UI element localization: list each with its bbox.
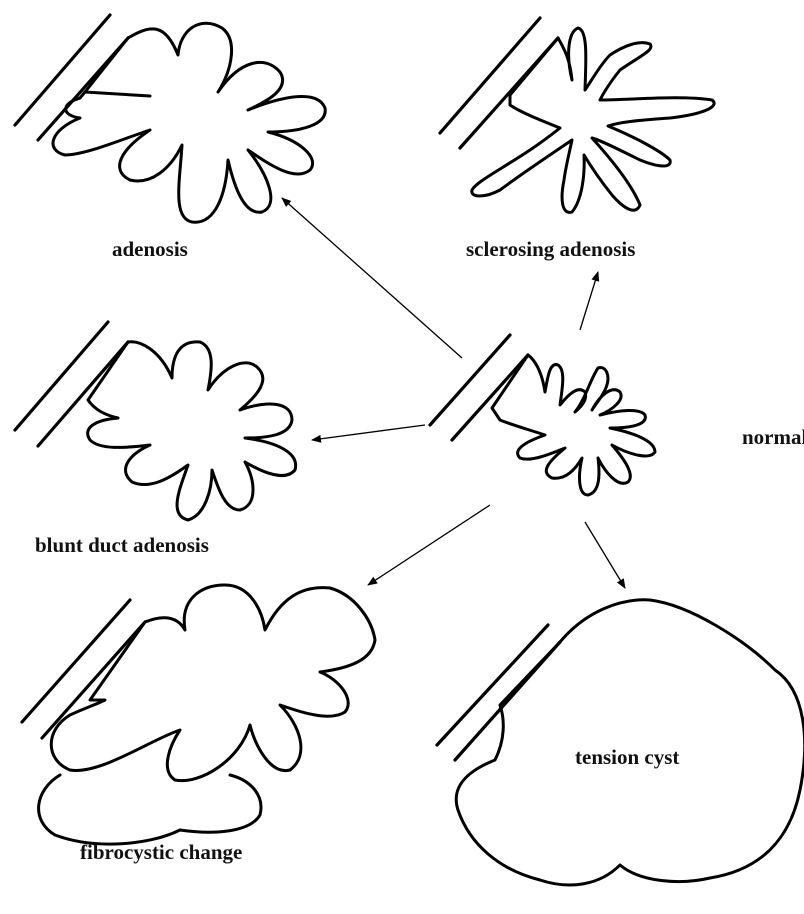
tension-cyst-duct-wall-outer (437, 625, 548, 745)
arrow-to-adenosis (282, 198, 462, 358)
label-adenosis: adenosis (112, 237, 188, 262)
tension-cyst-figure (437, 600, 804, 885)
blunt-duct-adenosis-figure (15, 322, 296, 520)
label-fibrocystic-change: fibrocystic change (80, 840, 242, 865)
normal-lobule (492, 355, 655, 495)
fibrocystic-change-figure (22, 585, 375, 844)
tension-cyst-outline (456, 600, 804, 885)
sclerosing-adenosis-figure (440, 18, 714, 212)
arrow-to-sclerosing-adenosis (580, 272, 598, 330)
fibrocystic-cyst-lower (39, 775, 261, 844)
normal-duct-wall-outer (430, 335, 510, 425)
label-normal: normal (742, 425, 804, 450)
arrow-to-fibrocystic-change (368, 505, 490, 585)
adenosis-duct-wall-outer (15, 15, 110, 125)
adenosis-lobule (53, 23, 325, 222)
normal-figure (430, 335, 655, 495)
label-tension-cyst: tension cyst (575, 745, 679, 770)
adenosis-lumen-line (85, 92, 150, 96)
arrow-to-blunt-duct-adenosis (312, 425, 425, 440)
label-blunt-duct-adenosis: blunt duct adenosis (35, 533, 209, 558)
adenosis-figure (15, 15, 325, 222)
fibrocystic-change-lobule (51, 585, 375, 781)
blunt-duct-adenosis-lobule (88, 342, 296, 520)
fibrocystic-duct-wall-outer (22, 600, 130, 722)
label-sclerosing-adenosis: sclerosing adenosis (466, 237, 635, 262)
arrow-to-tension-cyst (585, 522, 625, 588)
blunt-duct-wall-outer (15, 322, 108, 430)
blunt-duct-wall-inner (38, 342, 128, 446)
